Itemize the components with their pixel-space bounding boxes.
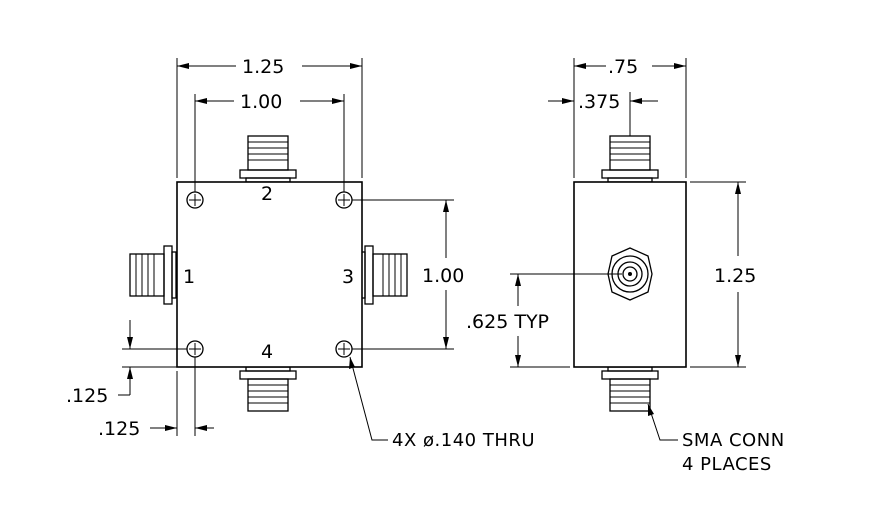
dimension-height-label: 1.25 (714, 265, 756, 287)
mounting-hole-top-right (335, 191, 353, 209)
mounting-hole-bottom-right (335, 340, 353, 358)
front-body (176, 181, 363, 368)
connector-note-leader: SMA CONN 4 PLACES (647, 403, 785, 475)
dimension-depth-label: .75 (608, 56, 638, 78)
connector-bottom (239, 366, 297, 412)
port-label-2: 2 (261, 183, 273, 205)
dimension-offset-x-label: .125 (98, 418, 140, 440)
dimension-hole-vertical: 1.00 (352, 199, 464, 350)
dimension-depth: .75 (573, 56, 687, 178)
connector-note-line2: 4 PLACES (682, 454, 772, 475)
port-label-4: 4 (261, 341, 273, 363)
front-view: 1 2 3 4 1.25 1.00 (66, 56, 535, 451)
dimension-width-label: 1.25 (242, 56, 284, 78)
dimension-connector-height: .625 TYP (466, 273, 622, 368)
dimension-hole-spacing: 1.00 (194, 91, 345, 192)
mounting-hole-bottom-left (186, 340, 204, 358)
dimension-offset-x: .125 (98, 357, 214, 440)
dimension-hole-spacing-label: 1.00 (240, 91, 282, 113)
side-connector-bottom (601, 366, 659, 412)
dimension-connector-center-label: .375 (578, 91, 620, 113)
mounting-hole-top-left (186, 191, 204, 209)
port-label-1: 1 (183, 266, 195, 288)
hole-note: 4X ø.140 THRU (392, 430, 535, 451)
dimension-connector-height-label: .625 TYP (466, 311, 549, 333)
dimension-width: 1.25 (176, 56, 363, 178)
hole-note-leader: 4X ø.140 THRU (349, 356, 535, 451)
dimension-connector-center: .375 (548, 91, 658, 136)
dimension-offset-y-label: .125 (66, 385, 108, 407)
dimension-hole-vertical-label: 1.00 (422, 265, 464, 287)
connector-right (360, 245, 408, 305)
connector-left (129, 245, 177, 305)
connector-note-line1: SMA CONN (682, 430, 785, 451)
dimension-offset-y: .125 (66, 320, 187, 407)
side-connector-top (601, 135, 659, 183)
connector-top (239, 135, 297, 183)
port-label-3: 3 (342, 266, 354, 288)
dimension-height: 1.25 (690, 181, 756, 368)
side-view: .75 .375 1.25 . (466, 56, 785, 475)
